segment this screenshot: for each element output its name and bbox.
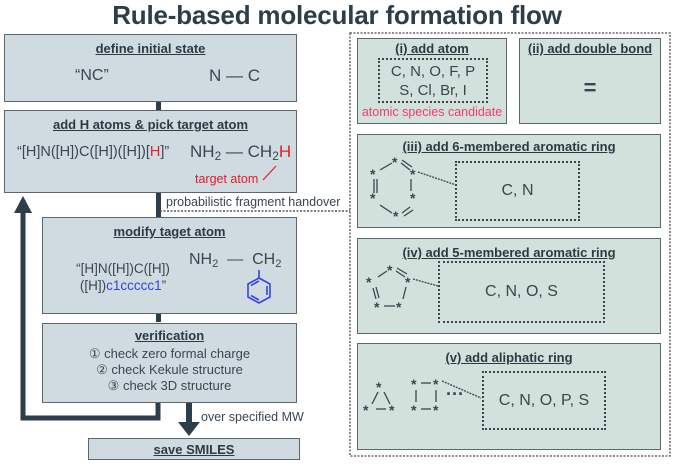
ring-atom: *	[405, 274, 411, 290]
add-double-bond-header: (ii) add double bond	[527, 41, 653, 56]
exit-arrow-shaft	[186, 403, 192, 425]
modify-target-header: modify taget atom	[113, 224, 226, 239]
add-h-atoms-header: add H atoms & pick target atom	[52, 117, 249, 132]
save-smiles-box: save SMILES	[88, 438, 300, 460]
h-smiles: “[H]N([H])C([H])([H])[H]”	[17, 144, 169, 160]
ch-group: CH	[252, 251, 276, 268]
atom-candidates-line1: C, N, O, F, P	[390, 63, 476, 80]
initial-smiles: “NC”	[75, 67, 109, 84]
modified-smiles: “[H]N([H])C([H]) ([H])c1ccccc1”	[63, 260, 183, 294]
handover-label: probabilistic fragment handover	[166, 195, 341, 209]
ch-group: CH	[247, 142, 273, 161]
six-ring-header: (iii) add 6-membered aromatic ring	[402, 139, 616, 154]
single-bond: —	[226, 66, 244, 85]
five-ring-header: (iv) add 5-membered aromatic ring	[402, 245, 616, 260]
atom-candidates-box: C, N, O, F, P S, Cl, Br, I	[378, 58, 488, 103]
modified-structure: NH2 — CH2	[189, 251, 281, 269]
six-ring-icon: * * * * * *	[370, 155, 457, 224]
aliphatic-ring-candidates: C, N, O, P, S	[482, 371, 606, 430]
ring-atom: *	[410, 190, 416, 206]
ring-atom: *	[370, 190, 376, 206]
double-bond-symbol: =	[583, 75, 597, 100]
nh-group: NH	[190, 142, 215, 161]
atom-candidates-line2: S, Cl, Br, I	[399, 82, 467, 99]
exit-arrowhead	[178, 422, 200, 436]
ring-atom: *	[410, 166, 416, 182]
ring-atom: *	[433, 402, 439, 418]
ring-atom: *	[433, 376, 439, 392]
ring-atom: *	[387, 262, 393, 278]
smiles-prefix: ([H])	[79, 278, 107, 293]
aliphatic-ring-box: (v) add aliphatic ring * * * * * * * ···…	[357, 343, 661, 450]
ch-subscript: 2	[275, 257, 282, 270]
diagram-title: Rule-based molecular formation flow	[112, 0, 562, 30]
aliphatic-ring-header: (v) add aliphatic ring	[445, 350, 573, 365]
define-initial-state-header: define initial state	[95, 41, 206, 56]
loop-back-arrow	[20, 200, 161, 421]
add-atom-header: (i) add atom	[395, 41, 469, 56]
single-bond: —	[227, 251, 244, 268]
add-atom-box: (i) add atom C, N, O, F, P S, Cl, Br, I …	[357, 38, 507, 124]
ring-atom: *	[363, 402, 369, 418]
check-kekule: ② check Kekule structure	[96, 362, 243, 377]
ring-atom: *	[411, 376, 417, 392]
ring-atom: *	[396, 299, 402, 315]
five-ring-box: (iv) add 5-membered aromatic ring * * * …	[357, 238, 661, 334]
add-h-atoms-box: add H atoms & pick target atom “[H]N([H]…	[4, 110, 297, 193]
modified-smiles-line1: “[H]N([H])C([H])	[76, 261, 170, 276]
ring-atom: *	[370, 166, 376, 182]
check-3d: ③ check 3D structure	[107, 378, 232, 393]
ch-subscript: 2	[272, 148, 279, 163]
target-atom-label: target atom	[195, 172, 259, 186]
ring-atom: *	[392, 155, 398, 170]
h-structure: NH2 — CH2H	[190, 142, 291, 162]
target-pointer-line	[262, 165, 277, 181]
ring-atom: *	[389, 402, 395, 418]
connector-2-3	[156, 192, 161, 218]
smiles-suffix: ”	[161, 278, 167, 293]
ring-atom: *	[366, 274, 372, 290]
five-ring-candidates: C, N, O, S	[438, 261, 605, 323]
ring-atom: *	[376, 379, 382, 395]
atomic-species-caption: atomic species candidate	[361, 105, 503, 119]
five-ring-icon: * * * * *	[366, 262, 439, 315]
modify-target-atom-box: modify taget atom “[H]N([H])C([H]) ([H])…	[42, 217, 297, 314]
check-formal-charge: ① check zero formal charge	[88, 346, 251, 361]
add-double-bond-box: (ii) add double bond =	[519, 38, 661, 124]
verification-checks: ① check zero formal charge ② check Kekul…	[43, 346, 296, 394]
connector-3-4	[156, 313, 161, 322]
initial-structure: N — C	[209, 66, 260, 86]
ring-atom: *	[374, 299, 380, 315]
ellipsis: ···	[446, 384, 464, 404]
modified-smiles-line2: ([H])c1ccccc1”	[63, 277, 183, 294]
aliphatic-ring-icons: * * * * * * * ···	[363, 376, 482, 418]
save-smiles-header: save SMILES	[153, 442, 235, 457]
define-initial-state-box: define initial state “NC” N — C	[4, 34, 297, 102]
connector-1-2	[156, 101, 161, 112]
atom-n: N	[209, 66, 222, 85]
verification-header: verification	[134, 328, 205, 343]
ring-atom: *	[393, 208, 399, 224]
loop-back-arrowhead	[14, 196, 32, 213]
ring-atom: *	[411, 402, 417, 418]
exit-condition-label: over specified MW	[201, 410, 304, 424]
benzene-icon	[247, 270, 271, 304]
verification-box: verification ① check zero formal charge …	[42, 323, 297, 403]
h-smiles-suffix: ]”	[160, 144, 170, 160]
h-smiles-prefix: “[H]N([H])C([H])([H])[	[17, 144, 150, 160]
nh-subscript: 2	[212, 257, 219, 270]
atom-c: C	[247, 66, 261, 85]
six-ring-candidates: C, N	[455, 161, 580, 221]
h-smiles-target: H	[149, 144, 161, 160]
nh-group: NH	[189, 251, 213, 268]
nh-subscript: 2	[214, 148, 222, 163]
target-h-atom: H	[278, 142, 292, 161]
single-bond: —	[225, 142, 243, 161]
six-ring-box: (iii) add 6-membered aromatic ring * * *…	[357, 134, 661, 228]
rules-panel-border	[349, 32, 671, 457]
benzene-smiles: c1ccccc1	[106, 278, 162, 293]
